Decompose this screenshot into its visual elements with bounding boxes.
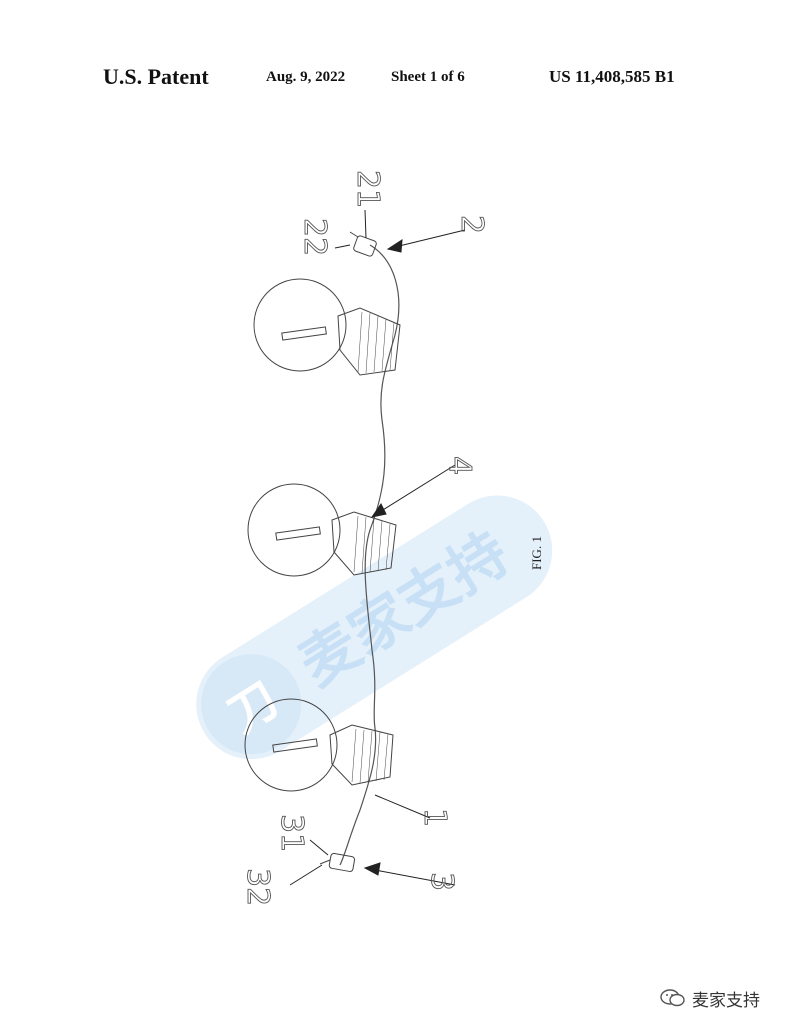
leader-lines (289, 209, 466, 886)
ref-31: 31 (274, 814, 309, 852)
connector-bottom (319, 852, 356, 872)
patent-number: US 11,408,585 B1 (549, 67, 675, 86)
ref-1: 1 (417, 808, 452, 827)
figure-label: FIG. 1 (529, 536, 544, 570)
patent-title: U.S. Patent (103, 64, 209, 89)
wechat-account-badge: 麦家支持 (660, 984, 790, 1012)
ref-32: 32 (240, 868, 275, 906)
sheet-number: Sheet 1 of 6 (391, 69, 465, 85)
patent-drawing: 刀 麦家支持 (196, 170, 553, 907)
ref-21: 21 (350, 170, 385, 208)
patent-date: Aug. 9, 2022 (266, 69, 346, 85)
bulb-3 (244, 698, 394, 792)
connector-top (349, 231, 377, 257)
watermark: 刀 麦家支持 (196, 495, 553, 760)
bulb-1 (253, 278, 401, 376)
bulb-2 (247, 483, 397, 577)
patent-header: U.S. Patent Aug. 9, 2022 Sheet 1 of 6 US… (0, 64, 800, 94)
wechat-account-name: 麦家支持 (692, 991, 760, 1011)
ref-3: 3 (424, 872, 459, 891)
ref-4: 4 (442, 456, 477, 475)
ref-2: 2 (454, 215, 489, 234)
cable (339, 244, 400, 866)
ref-22: 22 (297, 218, 332, 256)
wechat-icon (660, 989, 685, 1007)
